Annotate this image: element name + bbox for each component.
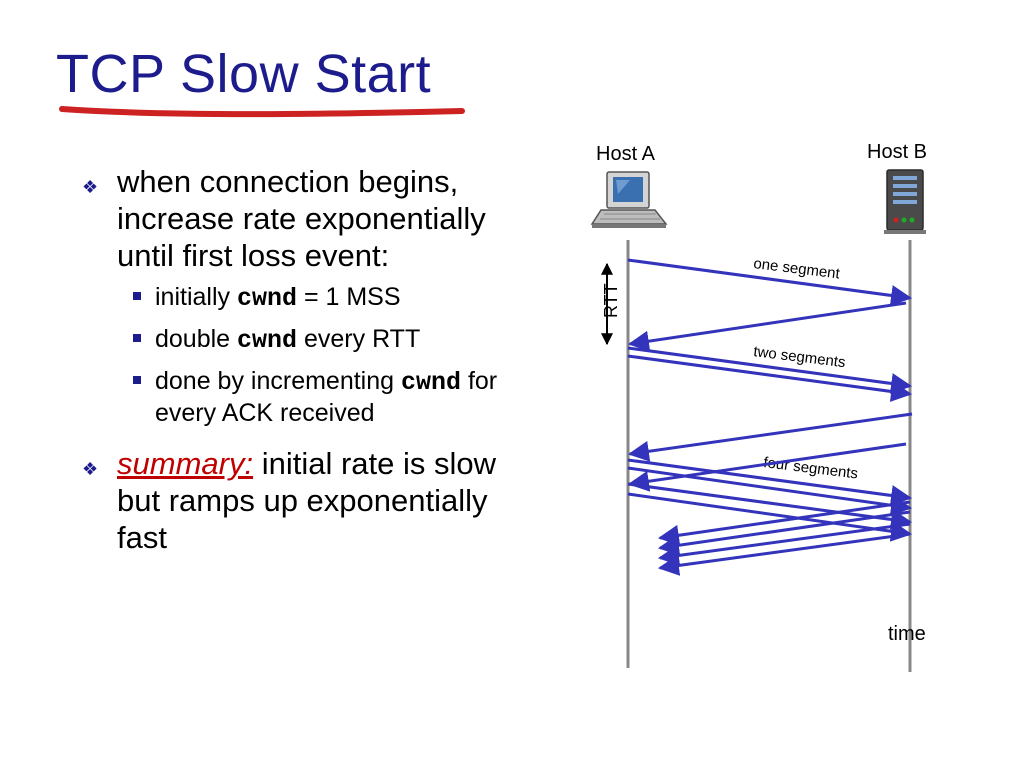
ack-arrow (657, 510, 911, 556)
computer-icon (590, 171, 668, 228)
square-bullet-icon (133, 376, 141, 384)
square-bullet-icon (133, 292, 141, 300)
host-a-label: Host A (596, 143, 656, 165)
ack-arrow (627, 412, 913, 462)
ack-arrow (657, 522, 911, 566)
time-label: time (888, 623, 926, 645)
title-underline (59, 106, 465, 118)
sub-bullet-text-pre: initially (155, 283, 237, 311)
diamond-bullet-icon: ❖ (82, 177, 99, 197)
bullet-list: ❖ when connection begins, increase rate … (82, 163, 532, 556)
sub-bullet-text-pre: done by incrementing (155, 367, 401, 395)
cwnd-code: cwnd (400, 368, 461, 397)
bullet-text: when connection begins, increase rate ex… (117, 164, 486, 273)
square-bullet-icon (133, 334, 141, 342)
bullet-connection-begins: ❖ when connection begins, increase rate … (82, 163, 532, 429)
segment-arrow (627, 492, 913, 542)
bullet-text: initial rate is slow but ramps up expone… (117, 446, 496, 555)
ack-arrow (627, 442, 907, 492)
cwnd-code: cwnd (236, 284, 297, 313)
host-b-label: Host B (867, 141, 927, 163)
sub-bullet-incrementing: done by incrementing cwnd for every ACK … (117, 366, 532, 429)
segment-arrow (627, 466, 913, 516)
bullet-summary: ❖ summary: initial rate is slow but ramp… (82, 445, 532, 556)
segment-arrow (627, 258, 913, 306)
segment-arrow (627, 346, 913, 394)
diamond-bullet-icon: ❖ (82, 459, 99, 479)
sub-bullet-double: double cwnd every RTT (117, 324, 532, 356)
slow-start-diagram: Host A Host B RTT one segment two segmen… (590, 141, 927, 672)
ack-arrow (657, 500, 911, 546)
slide-title: TCP Slow Start (56, 44, 432, 104)
server-icon (884, 169, 926, 234)
segment-arrow (627, 458, 913, 506)
summary-emphasis: summary: (117, 446, 254, 481)
rtt-label: RTT (601, 283, 621, 318)
segment-arrow (627, 354, 913, 402)
sub-bullet-list: initially cwnd = 1 MSS double cwnd every… (117, 282, 532, 429)
cwnd-code: cwnd (237, 326, 298, 355)
sub-bullet-initially: initially cwnd = 1 MSS (117, 282, 532, 314)
segment-arrow (627, 482, 913, 530)
ack-arrow (657, 532, 911, 576)
ack-arrow (627, 301, 907, 352)
sub-bullet-text-post: every RTT (297, 325, 421, 353)
sub-bullet-text-pre: double (155, 325, 238, 353)
sub-bullet-text-post: for every ACK received (155, 367, 498, 427)
sub-bullet-text-post: = 1 MSS (297, 283, 401, 311)
